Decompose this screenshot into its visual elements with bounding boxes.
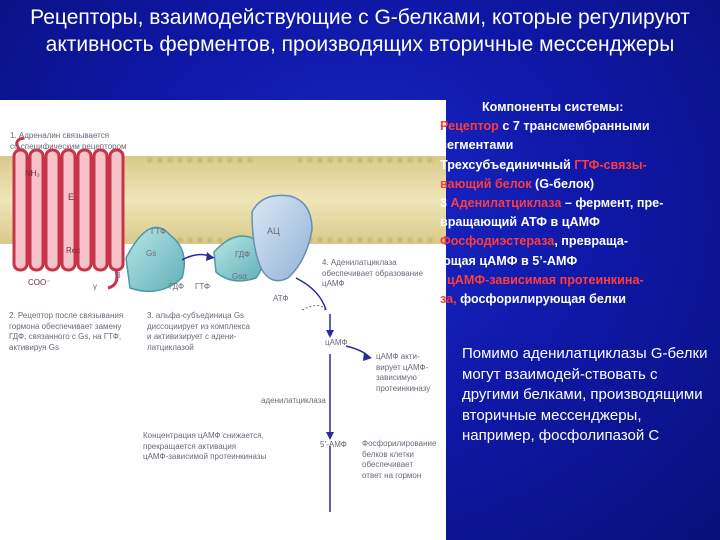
concentration-line: прекращается активация — [143, 441, 237, 451]
component-line: вращающий АТФ в цАМФ — [440, 215, 600, 230]
label-adenylyl: аденилатциклаза — [261, 396, 326, 405]
step3-line: и активизирует с адени- — [147, 332, 237, 341]
receptor-c-terminus — [107, 269, 119, 290]
step3-line: диссоциирует из комплекса — [147, 321, 250, 331]
label-e: E — [68, 192, 75, 202]
label-gdp-out: ГДФ — [169, 282, 185, 291]
label-gamma: γ — [93, 282, 97, 291]
camp-effect-line: зависимую — [376, 373, 417, 382]
label-coo: COO⁻ — [28, 278, 51, 287]
camp-effect-line: цАМФ акти- — [376, 352, 420, 361]
label-gtp-bound: ГТФ — [151, 227, 167, 236]
camp-effect-caption: цАМФ акти- вирует цАМФ- зависимую протеи… — [376, 352, 430, 394]
component-line: сегментами — [440, 138, 514, 153]
slide-title: Рецепторы, взаимодействующие с G-белками… — [30, 6, 690, 56]
label-rec: Rec — [66, 246, 81, 255]
step2-caption: 2. Рецептор после связывания гормона обе… — [9, 311, 123, 353]
component-line: Трехсубъединичный ГТФ-связы- — [440, 157, 647, 172]
label-gs-alpha: Gsα — [232, 272, 247, 281]
step4-line: обеспечивает образование — [322, 268, 424, 278]
step2-line: ГДФ, связанного с Gs, на ГТФ, — [9, 332, 122, 341]
gs-protein-complex — [125, 226, 185, 293]
component-line: ющая цАМФ в 5’-АМФ — [440, 253, 578, 268]
component-line: 3 Аденилатциклаза – фермент, пре- — [440, 196, 664, 211]
component-line: за, фосфорилирующая белки — [440, 292, 626, 307]
step2-line: 2. Рецептор после связывания — [9, 311, 124, 320]
step2-line: гормона обеспечивает замену — [9, 321, 122, 331]
label-gs: Gs — [146, 249, 157, 258]
step3-line: латциклазой — [147, 342, 194, 352]
camp-effect-line: вирует цАМФ- — [376, 362, 429, 372]
label-ac: АЦ — [267, 226, 280, 236]
label-gtp-in: ГТФ — [195, 282, 211, 291]
label-camp: цАМФ — [325, 338, 348, 347]
component-line: . цАМФ-зависимая протеинкина- — [440, 272, 644, 287]
camp-effect-line: протеинкиназу — [376, 383, 431, 393]
label-nh3: NH₃ — [25, 169, 40, 178]
label-5amp: 5’-АМФ — [320, 440, 347, 449]
additional-note: Помимо аденилатциклазы G-белки могут вза… — [462, 345, 708, 444]
phosphorylation-line: Фосфорилирование — [362, 439, 437, 448]
phosphorylation-line: белков клетки — [362, 449, 414, 459]
component-line: вающий белок (G-белок) — [440, 176, 595, 191]
phosphorylation-line: ответ на гормон — [362, 470, 422, 480]
step3-caption: 3. альфа-субъединица Gs диссоциирует из … — [147, 311, 250, 353]
label-atp: АТФ — [273, 294, 289, 303]
dotted-connector — [301, 305, 327, 313]
components-heading: Компоненты системы: — [482, 100, 624, 114]
component-line: Рецептор с 7 трансмембранными — [440, 119, 650, 134]
step4-caption: 4. Аденилатциклаза обеспечивает образова… — [322, 258, 423, 290]
step2-line: активируя Gs — [9, 342, 59, 352]
step4-line: цАМФ — [322, 279, 345, 288]
component-line: Фосфодиэстераза, превраща- — [440, 234, 629, 249]
step1-line: 1. Адреналин связывается — [10, 131, 110, 140]
arrow-heads — [206, 252, 372, 440]
phosphorylation-caption: Фосфорилирование белков клетки обеспечив… — [362, 439, 436, 481]
pathway-arrows — [181, 253, 369, 512]
step1-caption: 1. Адреналин связывается со специфически… — [10, 131, 127, 152]
pathway-figure: 1. Адреналин связывается со специфически… — [0, 100, 446, 540]
label-gdp-alpha: ГДФ — [235, 250, 251, 259]
step1-line: со специфическим рецептором — [10, 141, 127, 151]
receptor-helices — [12, 148, 125, 272]
label-beta: β — [116, 271, 121, 280]
step3-line: 3. альфа-субъединица Gs — [147, 311, 245, 320]
concentration-caption: Концентрация цАМФ снижается, прекращаетс… — [143, 431, 266, 463]
concentration-line: цАМФ-зависимой протеинкиназы — [143, 452, 267, 461]
step4-line: 4. Аденилатциклаза — [322, 258, 397, 267]
pathway-diagram — [0, 136, 446, 512]
system-components: Компоненты системы: Рецептор с 7 трансме… — [440, 98, 720, 309]
phosphorylation-line: обеспечивает — [362, 460, 413, 469]
concentration-line: Концентрация цАМФ снижается, — [143, 431, 264, 440]
adenylyl-cyclase — [251, 194, 313, 282]
receptor-n-terminus — [15, 136, 25, 151]
